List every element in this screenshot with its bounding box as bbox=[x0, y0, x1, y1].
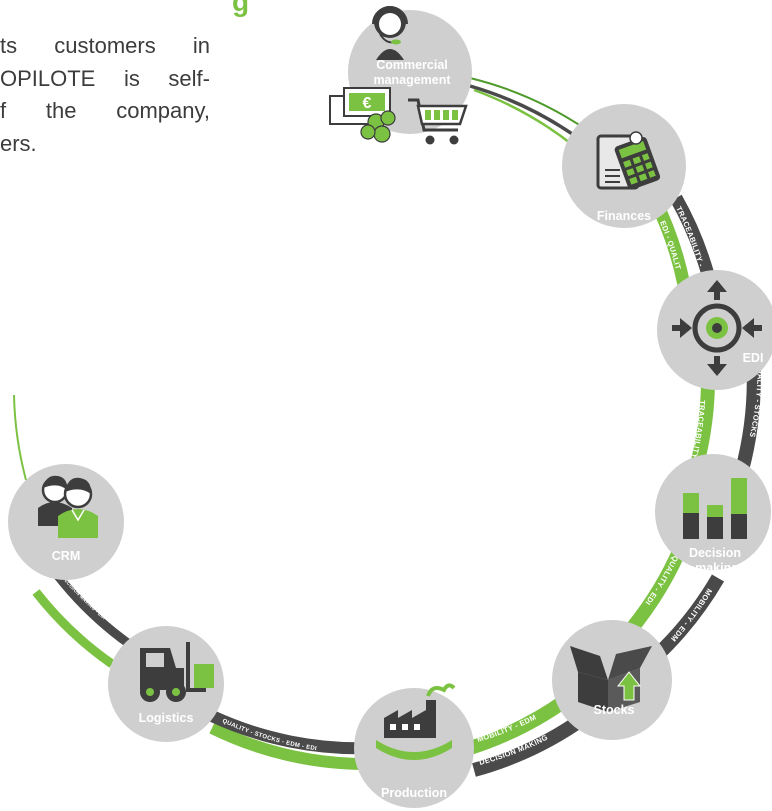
ring-arc bbox=[32, 589, 115, 668]
intro-paragraph: ts customers in OPILOTE is self- f the c… bbox=[0, 30, 210, 160]
node-finances: Finances bbox=[562, 104, 686, 228]
ring-arc bbox=[13, 394, 27, 481]
ring-arc bbox=[469, 84, 580, 140]
factory-icon bbox=[376, 683, 456, 760]
intro-line: ers. bbox=[0, 130, 37, 156]
headset-person-icon bbox=[372, 6, 408, 60]
node-edi: EDI bbox=[657, 270, 772, 390]
ring-arc bbox=[473, 88, 575, 147]
node-label: Stocks bbox=[594, 703, 635, 717]
open-box-icon bbox=[570, 646, 652, 712]
node-label: Commercial bbox=[376, 58, 448, 72]
band-label: MOBILITY - EDM bbox=[669, 587, 714, 644]
node-label: management bbox=[373, 73, 451, 87]
ring-arc bbox=[54, 573, 135, 650]
node-decision-making: Decision making bbox=[655, 454, 771, 575]
node-label: Decision bbox=[689, 546, 741, 560]
two-people-icon bbox=[38, 475, 98, 538]
node-label: Finances bbox=[597, 209, 651, 223]
euro-cash-icon: € bbox=[329, 87, 396, 143]
ring-arc bbox=[469, 77, 585, 129]
node-label: CRM bbox=[52, 549, 80, 563]
node-label: making bbox=[695, 561, 739, 575]
bar-chart-icon bbox=[683, 478, 747, 539]
intro-line: ts customers in bbox=[0, 33, 210, 58]
node-production: Production bbox=[354, 683, 474, 808]
shopping-cart-icon bbox=[408, 98, 468, 145]
node-label: Logistics bbox=[139, 711, 194, 725]
node-crm: CRM bbox=[8, 464, 124, 580]
calculator-document-icon bbox=[596, 131, 661, 190]
intro-line: f the company, bbox=[0, 98, 210, 123]
forklift-icon bbox=[140, 642, 214, 702]
intro-line: OPILOTE is self- bbox=[0, 65, 210, 91]
node-commercial-management: Commercial management € bbox=[329, 6, 472, 145]
node-label: EDI bbox=[743, 351, 764, 365]
node-label: Production bbox=[381, 786, 447, 800]
node-stocks: Stocks bbox=[552, 620, 672, 740]
band-label: QUALITY - EDI bbox=[643, 554, 680, 607]
node-logistics: Logistics bbox=[108, 626, 224, 742]
svg-text:€: € bbox=[363, 95, 372, 112]
ring-arc bbox=[209, 722, 369, 771]
target-arrows-icon bbox=[672, 280, 762, 376]
section-heading-fragment: g bbox=[232, 0, 250, 17]
